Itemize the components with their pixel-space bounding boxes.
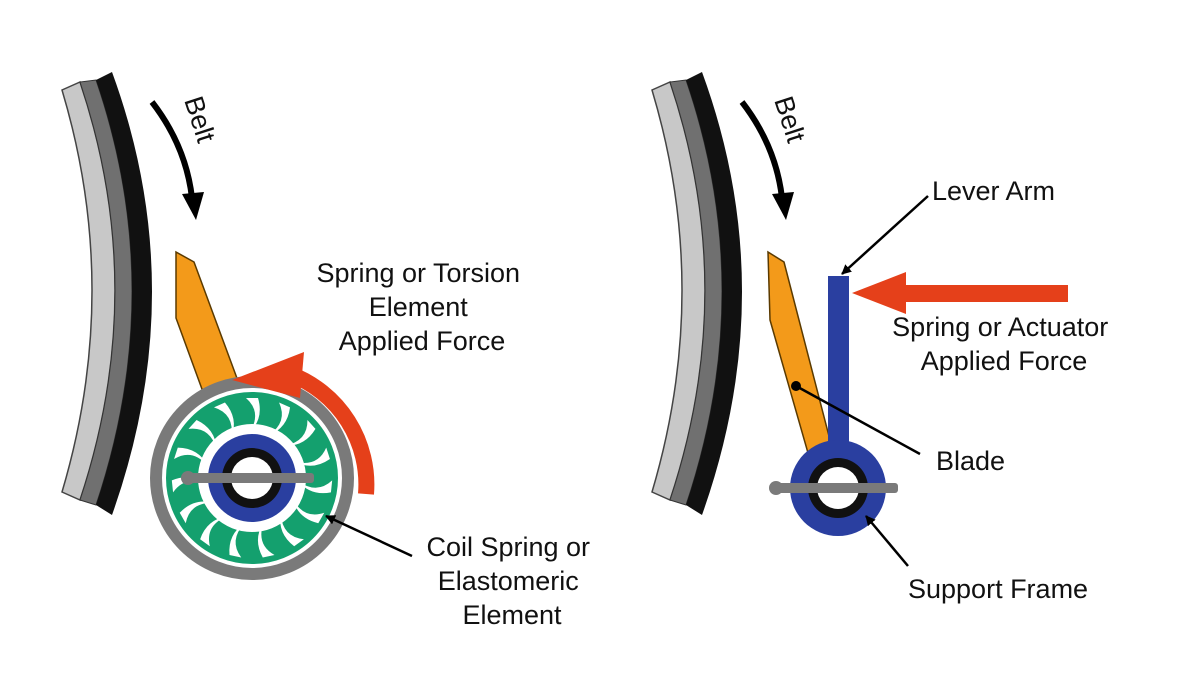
left-force-arrowhead — [232, 352, 304, 398]
right-blade — [767, 250, 831, 462]
right-lever-label: Lever Arm — [932, 176, 1055, 206]
right-belt-pulley — [651, 72, 742, 515]
right-blade-pointer — [795, 384, 921, 456]
right-lever-and-frame — [769, 276, 898, 536]
right-frame-pointer — [865, 515, 909, 567]
right-blade-pointer-dot — [791, 381, 801, 391]
right-belt — [686, 72, 742, 515]
right-belt-label: Belt — [768, 93, 811, 147]
left-belt-label: Belt — [178, 93, 221, 147]
left-shaft-end — [181, 471, 195, 485]
right-shaft — [778, 483, 898, 493]
right-blade-label: Blade — [936, 446, 1005, 476]
left-belt — [96, 72, 152, 515]
right-frame-label: Support Frame — [908, 574, 1088, 604]
left-force-label: Spring or Torsion Element Applied Force — [316, 258, 527, 356]
left-spring-label: Coil Spring or Elastomeric Element — [426, 532, 597, 630]
right-shaft-end — [769, 481, 783, 495]
left-belt-arrowhead — [182, 192, 204, 220]
left-spring-pointer — [325, 514, 413, 558]
right-lever-arm — [828, 276, 849, 456]
right-force-label: Spring or Actuator Applied Force — [892, 312, 1116, 376]
left-panel: Belt — [61, 72, 597, 630]
left-force-arc-arrow — [287, 366, 375, 495]
right-belt-direction-arrow — [739, 100, 785, 199]
right-force-arrowhead — [852, 272, 906, 314]
left-belt-pulley — [61, 72, 152, 515]
right-lever-pointer — [841, 195, 929, 275]
left-shaft — [190, 473, 314, 483]
right-belt-arrowhead — [772, 192, 794, 220]
right-panel: Belt Lever Arm Spring or Actuator Applie… — [651, 72, 1116, 604]
left-belt-direction-arrow — [149, 100, 195, 199]
left-torsion-element — [150, 376, 354, 580]
right-force-arrow-shaft — [900, 285, 1068, 302]
